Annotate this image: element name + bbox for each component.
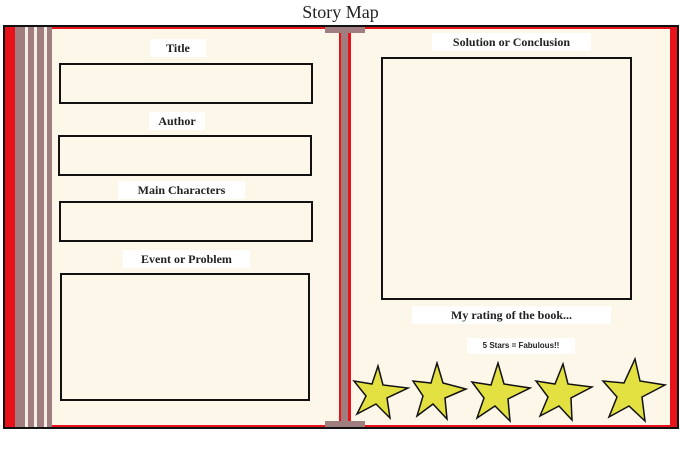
page-title: Story Map (302, 2, 379, 22)
main-characters-label: Main Characters (118, 181, 245, 199)
star-icon[interactable] (411, 361, 469, 421)
star-icon[interactable] (470, 361, 532, 423)
cover-stripe (44, 27, 47, 427)
star-icon[interactable] (352, 363, 412, 421)
star-icon[interactable] (534, 362, 594, 422)
solution-label: Solution or Conclusion (432, 33, 591, 51)
cover-stripe (28, 27, 34, 427)
cover-stripe (15, 27, 25, 427)
spine-band (341, 33, 348, 421)
author-field[interactable] (58, 135, 312, 176)
cover-stripe (47, 27, 52, 427)
cover-stripe (34, 27, 37, 427)
cover-stripe (37, 27, 44, 427)
title-label: Title (150, 39, 206, 57)
title-field[interactable] (59, 63, 313, 104)
rating-hint: 5 Stars = Fabulous!! (467, 338, 575, 354)
event-label: Event or Problem (123, 250, 250, 268)
spine-cap-bottom (325, 421, 365, 427)
spine-cap-top (325, 27, 365, 33)
main-characters-field[interactable] (59, 201, 313, 242)
cover-stripe (25, 27, 28, 427)
solution-field[interactable] (381, 57, 632, 300)
author-label: Author (149, 112, 205, 130)
event-field[interactable] (60, 273, 310, 401)
rating-label: My rating of the book... (412, 306, 611, 324)
star-icon[interactable] (601, 357, 667, 423)
